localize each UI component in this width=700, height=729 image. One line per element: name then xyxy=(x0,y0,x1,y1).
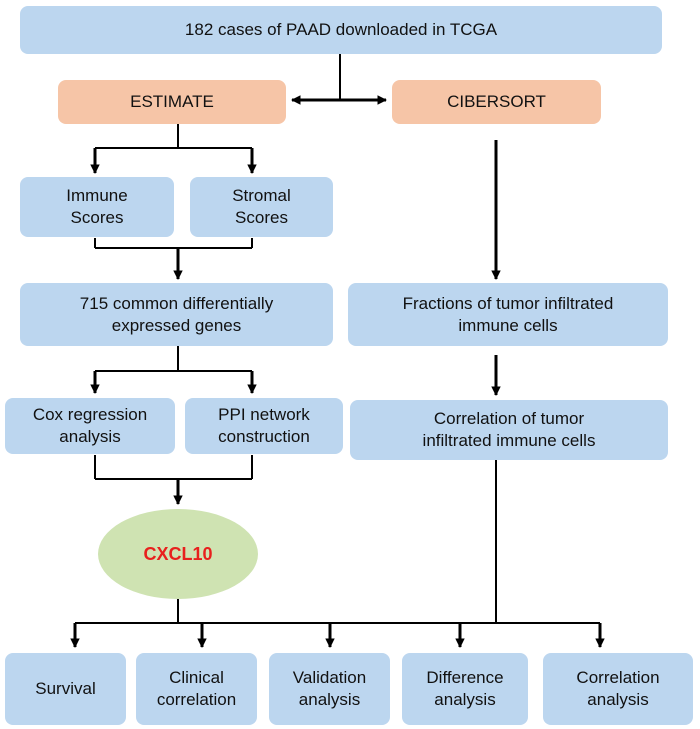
ppi-network-box: PPI network construction xyxy=(185,398,343,454)
stromal-scores-box: Stromal Scores xyxy=(190,177,333,237)
estimate-box: ESTIMATE xyxy=(58,80,286,124)
correlation-analysis-box: Correlation analysis xyxy=(543,653,693,725)
immune-scores-box: Immune Scores xyxy=(20,177,174,237)
correlation-cells-box: Correlation of tumor infiltrated immune … xyxy=(350,400,668,460)
clinical-correlation-box: Clinical correlation xyxy=(136,653,257,725)
cibersort-box: CIBERSORT xyxy=(392,80,601,124)
cxcl10-target: CXCL10 xyxy=(98,509,258,599)
validation-analysis-box: Validation analysis xyxy=(269,653,390,725)
common-genes-box: 715 common differentially expressed gene… xyxy=(20,283,333,346)
survival-box: Survival xyxy=(5,653,126,725)
cox-regression-box: Cox regression analysis xyxy=(5,398,175,454)
cxcl10-label: CXCL10 xyxy=(143,543,213,564)
difference-analysis-box: Difference analysis xyxy=(402,653,528,725)
source-box: 182 cases of PAAD downloaded in TCGA xyxy=(20,6,662,54)
fractions-box: Fractions of tumor infiltrated immune ce… xyxy=(348,283,668,346)
